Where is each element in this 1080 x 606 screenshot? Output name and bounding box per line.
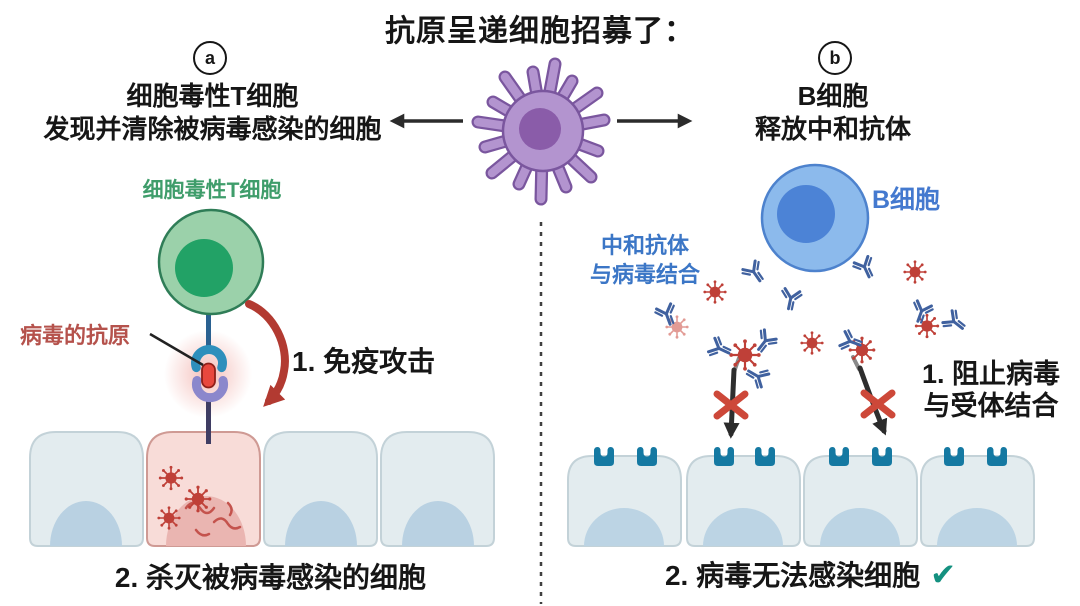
right-step2-text: 2. 病毒无法感染细胞 (664, 560, 921, 591)
neutralizing-antibody-label: 中和抗体 与病毒结合 (540, 231, 750, 289)
right-step2-label: 2. 病毒无法感染细胞 ✔ (541, 554, 1080, 594)
antibody-icon (777, 286, 804, 313)
virus-icon (728, 338, 762, 372)
right-heading-line2: 释放中和抗体 (754, 113, 911, 144)
virus-icon (156, 505, 182, 531)
host-cell-row-right (567, 447, 1035, 547)
antibody-label-line2: 与病毒结合 (589, 262, 700, 288)
antibody-label-line1: 中和抗体 (600, 233, 689, 258)
virus-icon (847, 335, 877, 365)
left-heading-line2: 发现并清除被病毒感染的细胞 (43, 113, 382, 144)
left-step2-label: 2. 杀灭被病毒感染的细胞 (114, 562, 427, 593)
check-icon: ✔ (930, 556, 957, 592)
badge-b-label: b (829, 47, 841, 68)
right-step1-label: 1. 阻止病毒 与受体结合 (902, 358, 1080, 423)
antibody-icon (850, 254, 880, 283)
antibody-icon (907, 298, 936, 327)
antibody-icon (706, 334, 735, 364)
badge-a: a (193, 41, 227, 75)
virus-icon (183, 484, 213, 514)
t-cell-label: 细胞毒性T细胞 (142, 179, 282, 202)
antigen-icon (201, 362, 216, 389)
viral-rna-squiggles (184, 501, 242, 537)
receptor-icon (872, 447, 892, 466)
receptor-icon (594, 447, 614, 466)
host-cell-row-left (29, 431, 495, 547)
virus-icon (157, 464, 185, 492)
receptor-icon (987, 447, 1007, 466)
b-cell-icon (760, 163, 870, 273)
receptor-icon (714, 447, 734, 466)
badge-b: b (818, 41, 852, 75)
t-cell-icon (157, 208, 265, 316)
right-heading-line1: B细胞 (797, 81, 869, 111)
immune-attack-arrow (245, 300, 289, 407)
receptor-icon (755, 447, 775, 466)
left-step1-label: 1. 免疫攻击 (292, 346, 436, 377)
receptor-icon (944, 447, 964, 466)
badge-a-label: a (204, 47, 215, 68)
virus-icon (799, 330, 825, 356)
viral-antigen-label: 病毒的抗原 (20, 323, 131, 348)
antibody-icon (939, 307, 970, 338)
receptor-icon (829, 447, 849, 466)
right-step1-line1: 1. 阻止病毒 (921, 359, 1061, 389)
left-heading: 细胞毒性T细胞 发现并清除被病毒感染的细胞 (5, 80, 420, 145)
receptor-icon (637, 447, 657, 466)
right-step1-line2: 与受体结合 (923, 391, 1059, 422)
page-title: 抗原呈递细胞招募了： (385, 15, 695, 48)
dendritic-cell-icon (471, 57, 611, 206)
virus-icon (902, 259, 928, 285)
antigen-pointer-line (149, 332, 204, 367)
antibody-icon (742, 361, 772, 391)
b-cell-label: B细胞 (872, 186, 941, 214)
right-heading: B细胞 释放中和抗体 (633, 80, 1033, 145)
left-heading-line1: 细胞毒性T细胞 (126, 81, 299, 111)
antibody-icon (749, 326, 780, 357)
